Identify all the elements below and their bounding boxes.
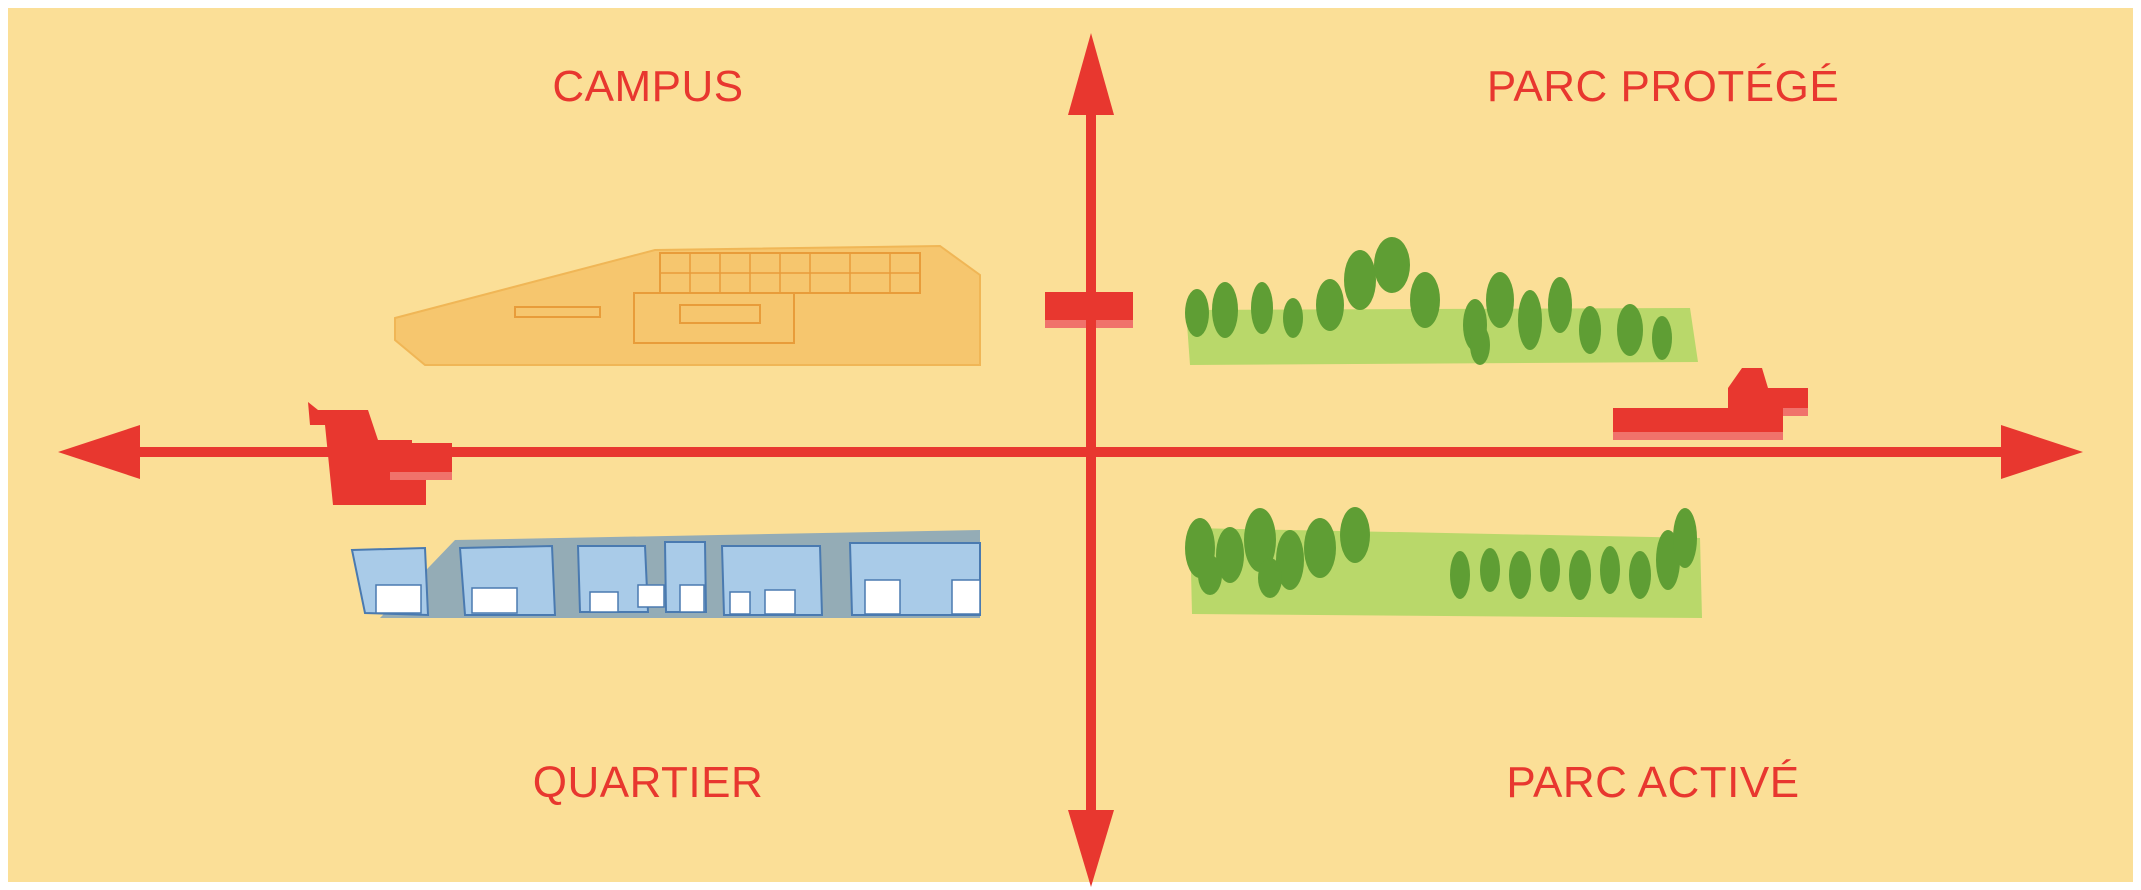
arrow-right-icon [2001,425,2083,479]
vertical-axis [1068,33,1114,887]
campus-illustration [394,244,981,366]
building-marker-right [1613,368,1808,440]
parc-protege-illustration [1185,237,1698,365]
quartier-illustration [350,530,981,618]
arrow-left-icon [58,425,140,479]
label-parc-active: PARC ACTIVÉ [1506,758,1800,807]
parc-active-illustration [1185,507,1702,618]
label-campus: CAMPUS [552,62,744,111]
label-parc-protege: PARC PROTÉGÉ [1486,62,1840,111]
label-quartier: QUARTIER [532,758,764,807]
arrow-up-icon [1068,33,1114,115]
horizontal-axis [58,425,2083,479]
arrow-down-icon [1068,810,1114,887]
